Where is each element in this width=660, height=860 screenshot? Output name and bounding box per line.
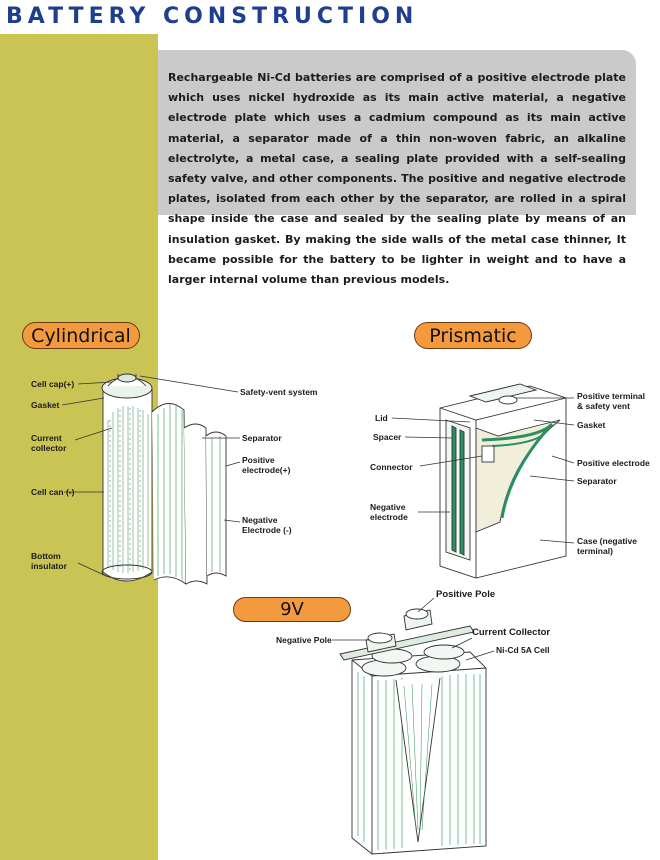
page-title: BATTERY CONSTRUCTION	[6, 4, 419, 29]
cylindrical-leader-lines	[61, 375, 241, 577]
cyl-label-gasket: Gasket	[31, 400, 60, 410]
cyl-label-bottom-insulator: Bottom insulator	[31, 551, 67, 571]
nine-volt-leader-lines	[332, 597, 495, 661]
cyl-label-safety-vent: Safety-vent system	[240, 387, 318, 397]
cylindrical-heading: Cylindrical	[22, 322, 140, 349]
nv-label-negative-pole: Negative Pole	[276, 635, 332, 645]
nv-label-positive-pole: Positive Pole	[436, 589, 496, 600]
cyl-label-current-collector: Current collector	[31, 433, 67, 453]
pri-label-gasket: Gasket	[577, 420, 606, 430]
pri-label-case: Case (negative terminal)	[577, 536, 637, 556]
pri-label-connector: Connector	[370, 462, 413, 472]
cyl-label-cell-can: Cell can (-)	[31, 487, 75, 497]
cyl-label-positive-electrode: Positive electrode(+)	[242, 455, 291, 475]
cyl-label-cell-cap: Cell cap(+)	[31, 379, 75, 389]
prismatic-leader-lines	[391, 397, 575, 544]
prismatic-heading: Prismatic	[414, 322, 532, 349]
pri-label-positive-terminal: Positive terminal & safety vent	[577, 391, 646, 411]
cyl-label-negative-electrode: Negative Electrode (-)	[242, 515, 292, 535]
cylindrical-cell-drawing	[101, 373, 227, 585]
pri-label-negative-electrode: Negative electrode	[370, 502, 408, 522]
pri-label-spacer: Spacer	[373, 432, 402, 442]
prismatic-cell-drawing	[439, 383, 567, 579]
nine-volt-cell-drawing	[339, 608, 487, 855]
pri-label-positive-electrode: Positive electrode	[577, 458, 650, 468]
pri-label-separator: Separator	[577, 476, 617, 486]
nv-label-current-collector: Current Collector	[472, 627, 551, 638]
intro-background-panel	[158, 50, 636, 215]
cyl-label-separator: Separator	[242, 433, 282, 443]
pri-label-lid: Lid	[375, 413, 388, 423]
nine-volt-heading: 9V	[233, 597, 351, 622]
intro-paragraph: Rechargeable Ni-Cd batteries are compris…	[168, 71, 626, 287]
nv-label-cell: Ni-Cd 5A Cell	[496, 645, 550, 655]
